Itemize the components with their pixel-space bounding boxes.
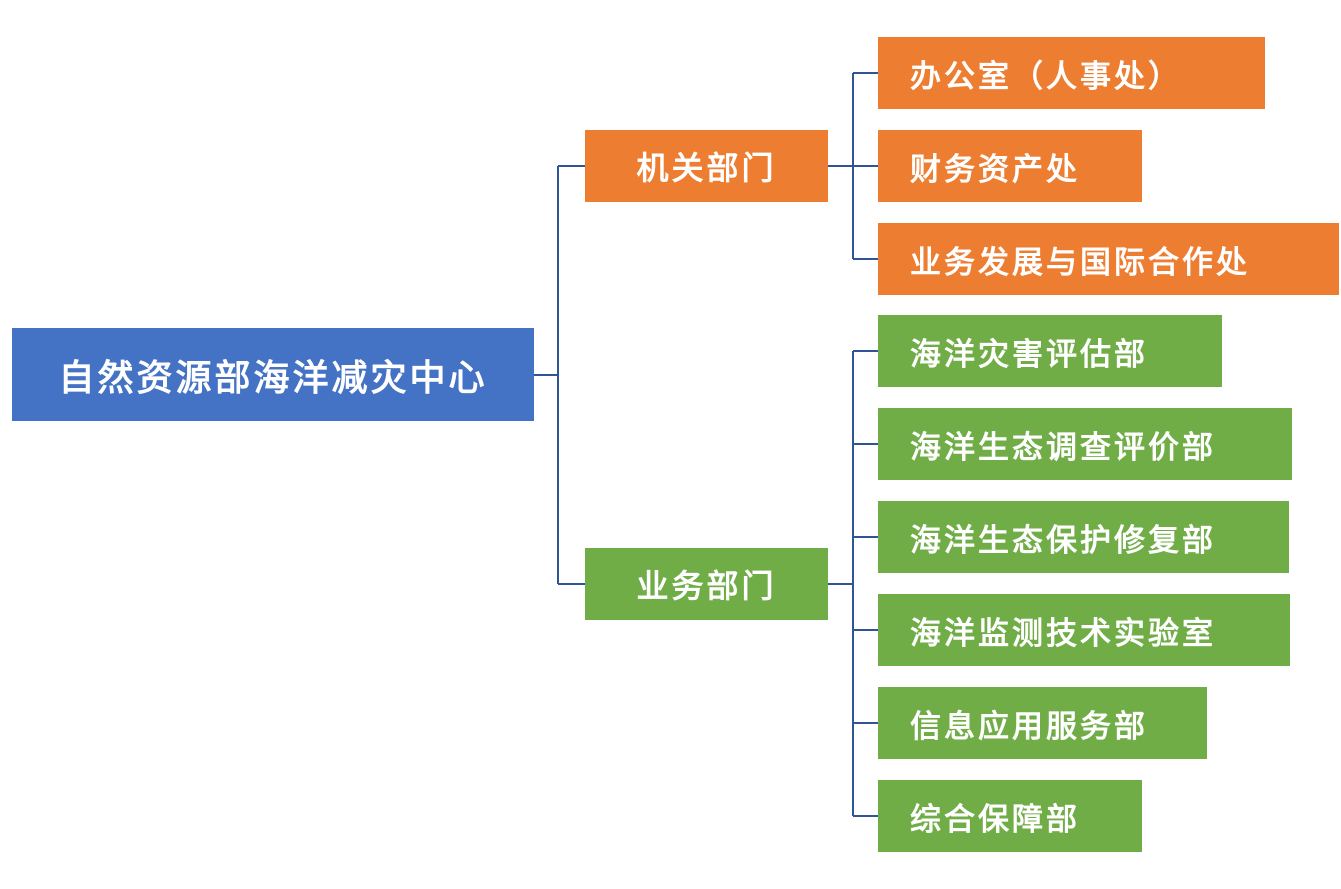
root-node: 自然资源部海洋减灾中心 [12, 328, 534, 421]
leaf-node: 财务资产处 [878, 130, 1142, 202]
leaf-node: 海洋监测技术实验室 [878, 594, 1290, 666]
group-node-business: 业务部门 [585, 548, 828, 620]
leaf-node: 海洋生态保护修复部 [878, 501, 1289, 573]
leaf-node: 海洋生态调查评价部 [878, 408, 1292, 480]
leaf-node: 办公室（人事处） [878, 37, 1265, 109]
leaf-node: 业务发展与国际合作处 [878, 223, 1339, 295]
leaf-node: 综合保障部 [878, 780, 1142, 852]
leaf-node: 信息应用服务部 [878, 687, 1207, 759]
leaf-node: 海洋灾害评估部 [878, 315, 1222, 387]
group-node-admin: 机关部门 [585, 130, 828, 202]
